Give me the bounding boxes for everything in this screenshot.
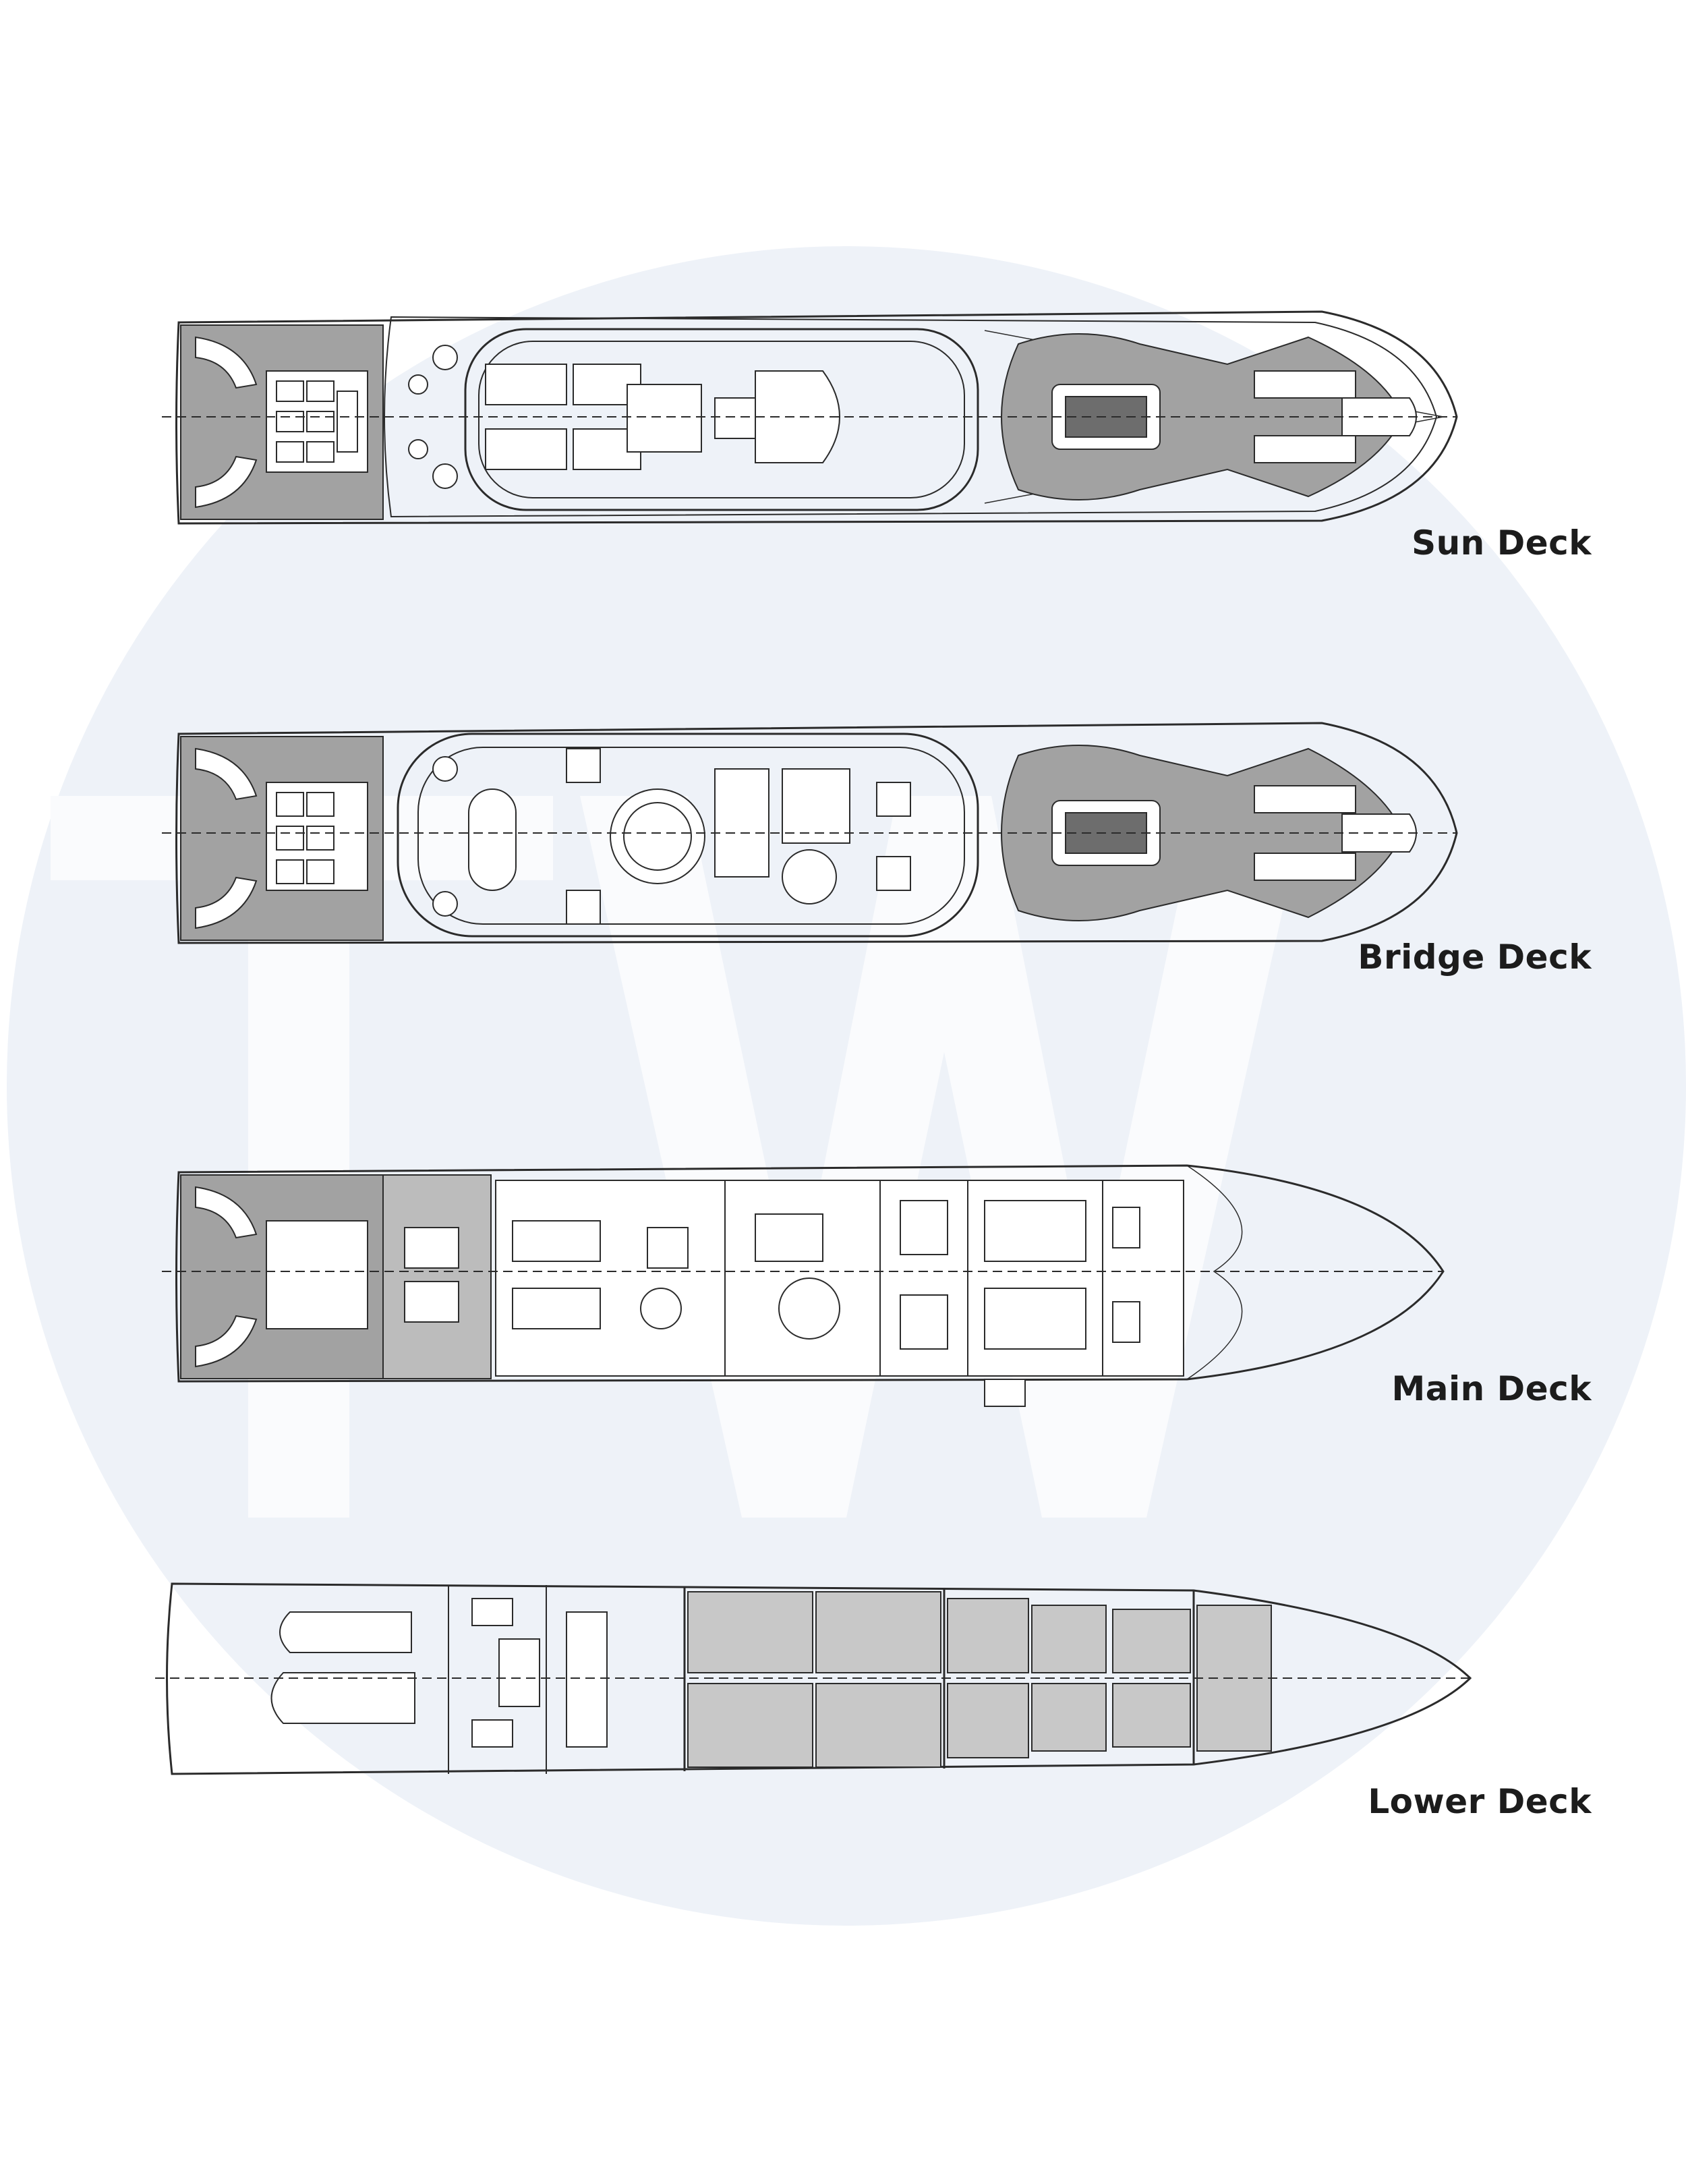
sun-deck-stbd-stair <box>195 455 258 509</box>
deck-label-main: Main Deck <box>1391 1369 1592 1408</box>
lower-deck-hull <box>166 1582 1472 1775</box>
lower-deck-drawing <box>155 1582 1472 1775</box>
sun-deck-inner-hull <box>384 316 1438 518</box>
bridge-deck-superstructure <box>397 732 979 938</box>
lower-deck-tender-2 <box>270 1672 415 1724</box>
bridge-deck-dining-table <box>468 788 517 891</box>
sun-deck-bar <box>627 384 702 453</box>
sun-deck-hull <box>175 310 1458 525</box>
sun-deck-port-stair <box>195 336 258 389</box>
lower-deck-tender-1 <box>279 1611 412 1653</box>
bridge-deck-plan: Bridge Deck <box>0 708 1686 1018</box>
sun-deck-drawing <box>162 310 1458 525</box>
deck-label-bridge: Bridge Deck <box>1358 938 1592 977</box>
deck-label-sun: Sun Deck <box>1412 523 1592 563</box>
main-deck-saloon <box>495 1180 726 1377</box>
bridge-deck-hull <box>175 722 1458 944</box>
main-deck-hull <box>175 1164 1445 1383</box>
main-deck-drawing <box>162 1164 1445 1407</box>
sun-deck-superstructure <box>464 328 979 511</box>
lower-deck-cabins <box>687 1591 1272 1768</box>
lower-deck-plan: Lower Deck <box>0 1565 1686 1855</box>
sun-deck-plan: Sun Deck <box>0 297 1686 607</box>
deck-label-lower: Lower Deck <box>1368 1782 1592 1821</box>
bridge-deck-drawing <box>162 722 1458 944</box>
main-deck-plan: Main Deck <box>0 1147 1686 1437</box>
